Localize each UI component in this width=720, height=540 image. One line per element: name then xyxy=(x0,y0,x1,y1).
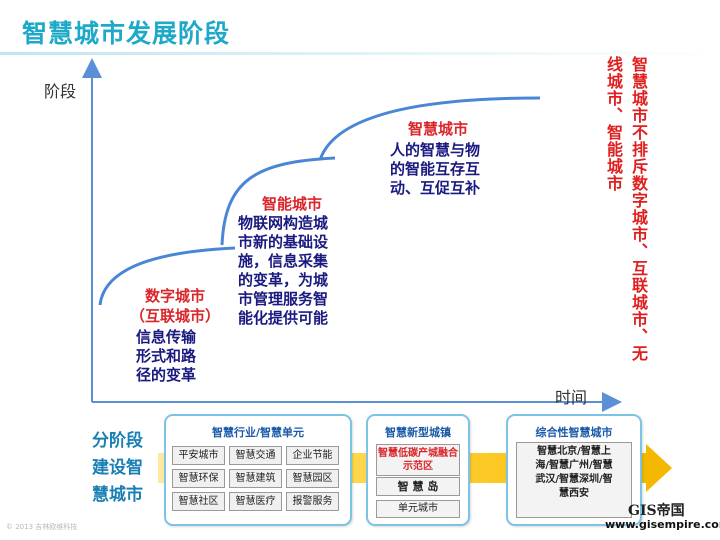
site-url[interactable]: www.gisempire.com xyxy=(605,518,720,531)
city-list-line: 武汉/智慧深圳/智 xyxy=(535,474,613,485)
curve-stage-3 xyxy=(318,96,541,161)
panel-cell: 企业节能 xyxy=(286,446,339,465)
stage-1-desc-line: 径的变革 xyxy=(136,366,197,384)
phase-label: 分阶段建设智慧城市 xyxy=(92,431,143,505)
city-list-line: 慧西安 xyxy=(559,488,589,499)
vertical-note-col1: 智慧城市不排斥数字城市、互联城市、无 xyxy=(629,56,648,362)
panel-cell: 智慧社区 xyxy=(172,492,225,511)
gis-logo: GIS帝国 xyxy=(628,503,685,519)
panel-cell: 智慧环保 xyxy=(172,469,225,488)
panel-item-demo-zone: 智慧低碳产城融合示范区 xyxy=(376,444,460,476)
copyright: © 2013 吉林欧维科技 xyxy=(6,523,78,531)
y-axis-label: 阶段 xyxy=(44,82,77,101)
stage-1-desc: 信息传输 形式和路 径的变革 xyxy=(136,328,196,385)
stage-3-desc-line: 动、互促互补 xyxy=(390,179,481,197)
stage-3-name: 智慧城市 xyxy=(408,120,469,138)
panel-cell: 智慧建筑 xyxy=(229,469,282,488)
panel-city-list: 智慧北京/智慧上 海/智慧广州/智慧 武汉/智慧深圳/智 慧西安 xyxy=(516,442,632,518)
stage-1-name-line1: 数字城市 xyxy=(144,287,205,305)
panel-cell-grid: 平安城市 智慧交通 企业节能 智慧环保 智慧建筑 智慧园区 智慧社区 智慧医疗 … xyxy=(172,446,339,511)
stage-1-name-line2: （互联城市） xyxy=(129,307,220,325)
curve-stage-2 xyxy=(220,156,336,246)
city-list-line: 海/智慧广州/智慧 xyxy=(535,460,613,471)
vertical-note-col2: 线城市、智能城市 xyxy=(604,56,623,192)
stage-1-desc-line: 信息传输 xyxy=(136,328,197,346)
panel-comprehensive-city: 综合性智慧城市 智慧北京/智慧上 海/智慧广州/智慧 武汉/智慧深圳/智 慧西安 xyxy=(506,414,642,526)
panel-new-town: 智慧新型城镇 智慧低碳产城融合示范区 智 慧 岛 单元城市 xyxy=(366,414,470,526)
stage-2-desc-line: 物联网构造城 xyxy=(238,214,329,232)
panel-item-island: 智 慧 岛 xyxy=(376,477,460,496)
panel-cell: 智慧交通 xyxy=(229,446,282,465)
stage-2-desc-line: 施，信息采集 xyxy=(238,252,329,270)
stage-2-name: 智能城市 xyxy=(262,195,323,213)
stage-2-desc: 物联网构造城 市新的基础设 施，信息采集 的变革，为城 市管理服务智 能化提供可… xyxy=(238,214,328,328)
stage-1-name: 数字城市 （互联城市） xyxy=(120,286,230,326)
panel-title: 智慧行业/智慧单元 xyxy=(211,426,305,439)
curve-stage-1 xyxy=(98,246,236,306)
stage-3-desc-line: 人的智慧与物 xyxy=(390,141,481,159)
stage-2-desc-line: 的变革，为城 xyxy=(238,271,329,289)
panel-cell: 报警服务 xyxy=(286,492,339,511)
city-list-line: 智慧北京/智慧上 xyxy=(537,446,611,457)
stage-2-desc-line: 能化提供可能 xyxy=(238,309,329,327)
stage-2-desc-line: 市管理服务智 xyxy=(238,290,329,308)
page-title: 智慧城市发展阶段 xyxy=(22,19,231,48)
x-axis-label: 时间 xyxy=(555,388,588,407)
title-underline xyxy=(0,52,720,55)
stage-3-desc-line: 的智能互存互 xyxy=(390,160,481,178)
panel-smart-industry: 智慧行业/智慧单元 平安城市 智慧交通 企业节能 智慧环保 智慧建筑 智慧园区 … xyxy=(164,414,352,526)
stage-3-desc: 人的智慧与物 的智能互存互 动、互促互补 xyxy=(390,141,480,198)
stage-1-desc-line: 形式和路 xyxy=(136,347,197,365)
stage-2-desc-line: 市新的基础设 xyxy=(238,233,329,251)
panel-title: 智慧新型城镇 xyxy=(385,426,451,439)
panel-item-unit-city: 单元城市 xyxy=(376,500,460,518)
panel-cell: 平安城市 xyxy=(172,446,225,465)
panel-cell: 智慧园区 xyxy=(286,469,339,488)
panel-title: 综合性智慧城市 xyxy=(535,426,613,439)
panel-cell: 智慧医疗 xyxy=(229,492,282,511)
timeline-arrow-head xyxy=(646,444,672,492)
